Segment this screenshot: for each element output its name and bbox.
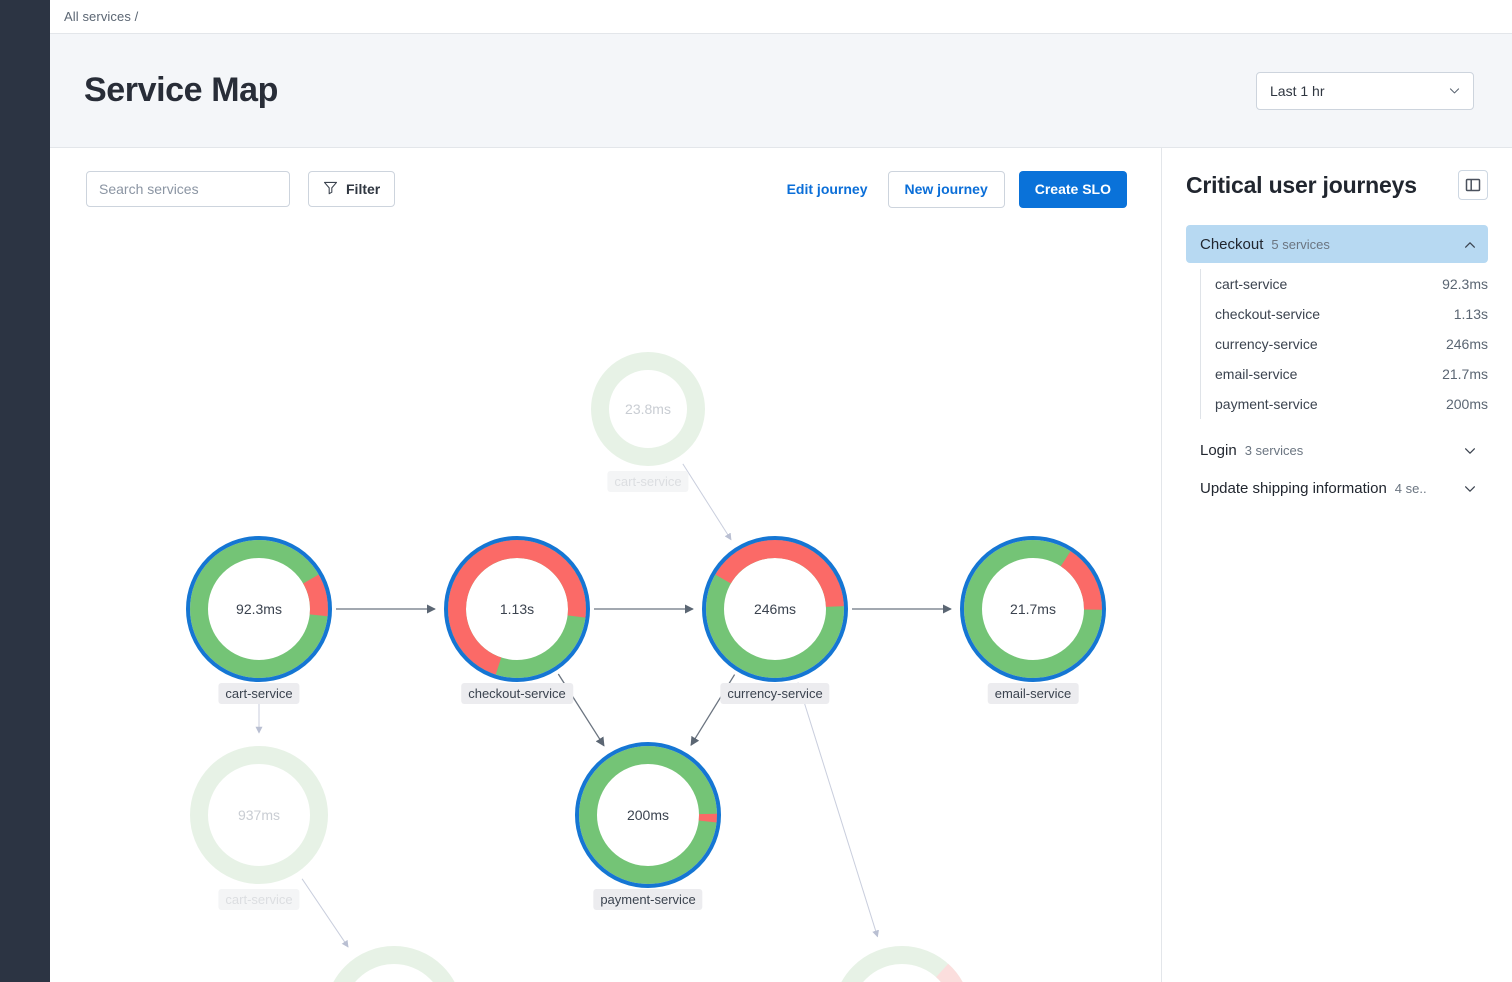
chevron-down-icon [1463, 482, 1476, 495]
body-split: Filter Edit journey New journey Create S… [50, 148, 1512, 982]
node-label: cart-service [218, 889, 300, 910]
chevron-up-icon [1463, 238, 1476, 251]
journey-name: Login [1200, 441, 1237, 459]
page-header: Service Map Last 1 hr [50, 34, 1512, 148]
journey-name: Checkout [1200, 235, 1264, 253]
journeys-header: Critical user journeys [1186, 170, 1488, 200]
breadcrumb-bar: All services / [50, 0, 1512, 34]
new-journey-button[interactable]: New journey [887, 170, 1005, 208]
edit-journey-button[interactable]: Edit journey [781, 181, 874, 197]
graph-edge [797, 682, 879, 938]
node-label: payment-service [593, 889, 703, 910]
service-latency: 1.13s [1453, 306, 1488, 322]
breadcrumb[interactable]: All services / [64, 9, 139, 24]
service-latency: 246ms [1445, 336, 1488, 352]
node-donut: 92.3ms [181, 531, 337, 687]
node-label: email-service [987, 683, 1079, 704]
service-name: email-service [1215, 366, 1298, 382]
graph-edge [301, 878, 349, 948]
service-latency: 92.3ms [1442, 276, 1488, 292]
page-title: Service Map [84, 71, 279, 109]
chevron-down-icon [1448, 84, 1461, 97]
service-latency: 21.7ms [1442, 366, 1488, 382]
journey-name: Update shipping information [1200, 479, 1387, 497]
map-toolbar: Filter Edit journey New journey Create S… [50, 148, 1161, 230]
node-donut: NN n/nNN n/n [316, 937, 472, 982]
main-content: All services / Service Map Last 1 hr [50, 0, 1512, 982]
filter-label: Filter [346, 181, 381, 197]
journey-service-row[interactable]: email-service 21.7ms [1215, 359, 1488, 389]
journey-service-count: 5 services [1271, 236, 1330, 252]
filter-icon [323, 180, 338, 198]
service-node-cart-bl[interactable]: NN n/nNN n/ncart-service [316, 937, 472, 982]
journey-row-checkout[interactable]: Checkout 5 services [1186, 225, 1488, 263]
search-input[interactable] [86, 171, 290, 207]
node-donut: 23.8ms [582, 343, 714, 475]
node-donut: 1.13s [439, 531, 595, 687]
node-label: cart-service [607, 471, 689, 492]
journey-service-count: 4 se.. [1394, 480, 1427, 496]
critical-user-journeys-panel: Critical user journeys Checkout 5 servic… [1162, 148, 1512, 982]
toolbar-actions: Edit journey New journey Create SLO [781, 170, 1127, 208]
service-name: payment-service [1215, 396, 1318, 412]
time-range-value: Last 1 hr [1270, 82, 1325, 99]
chevron-down-icon [1463, 444, 1476, 457]
journey-service-row[interactable]: currency-service 246ms [1215, 329, 1488, 359]
journey-service-count: 3 services [1244, 442, 1304, 458]
node-donut: 71.6ms [824, 937, 980, 982]
node-label: checkout-service [461, 683, 573, 704]
service-map-panel: Filter Edit journey New journey Create S… [50, 148, 1162, 982]
service-name: cart-service [1215, 276, 1288, 292]
node-label: cart-service [218, 683, 300, 704]
node-label: currency-service [720, 683, 830, 704]
time-range-select[interactable]: Last 1 hr [1256, 71, 1474, 110]
journey-service-row[interactable]: checkout-service 1.13s [1215, 299, 1488, 329]
journey-row-login[interactable]: Login 3 services [1186, 431, 1488, 469]
journey-service-row[interactable]: cart-service 92.3ms [1215, 269, 1488, 299]
node-donut: 246ms [697, 531, 853, 687]
node-donut: 937ms [181, 737, 337, 893]
journey-row-update-shipping-information[interactable]: Update shipping information 4 se.. [1186, 469, 1488, 507]
service-node-cart-br[interactable]: 71.6mscart-service [824, 937, 980, 982]
node-donut: 200ms [570, 737, 726, 893]
create-slo-button[interactable]: Create SLO [1018, 170, 1127, 208]
service-latency: 200ms [1445, 396, 1488, 412]
journey-service-row[interactable]: payment-service 200ms [1215, 389, 1488, 419]
node-donut: 21.7ms [955, 531, 1111, 687]
service-name: currency-service [1215, 336, 1318, 352]
filter-button[interactable]: Filter [308, 171, 396, 207]
service-name: checkout-service [1215, 306, 1321, 322]
graph-edge [682, 463, 732, 541]
journeys-title: Critical user journeys [1186, 171, 1417, 198]
left-nav-rail[interactable] [0, 0, 50, 982]
panel-layout-icon[interactable] [1458, 170, 1488, 200]
